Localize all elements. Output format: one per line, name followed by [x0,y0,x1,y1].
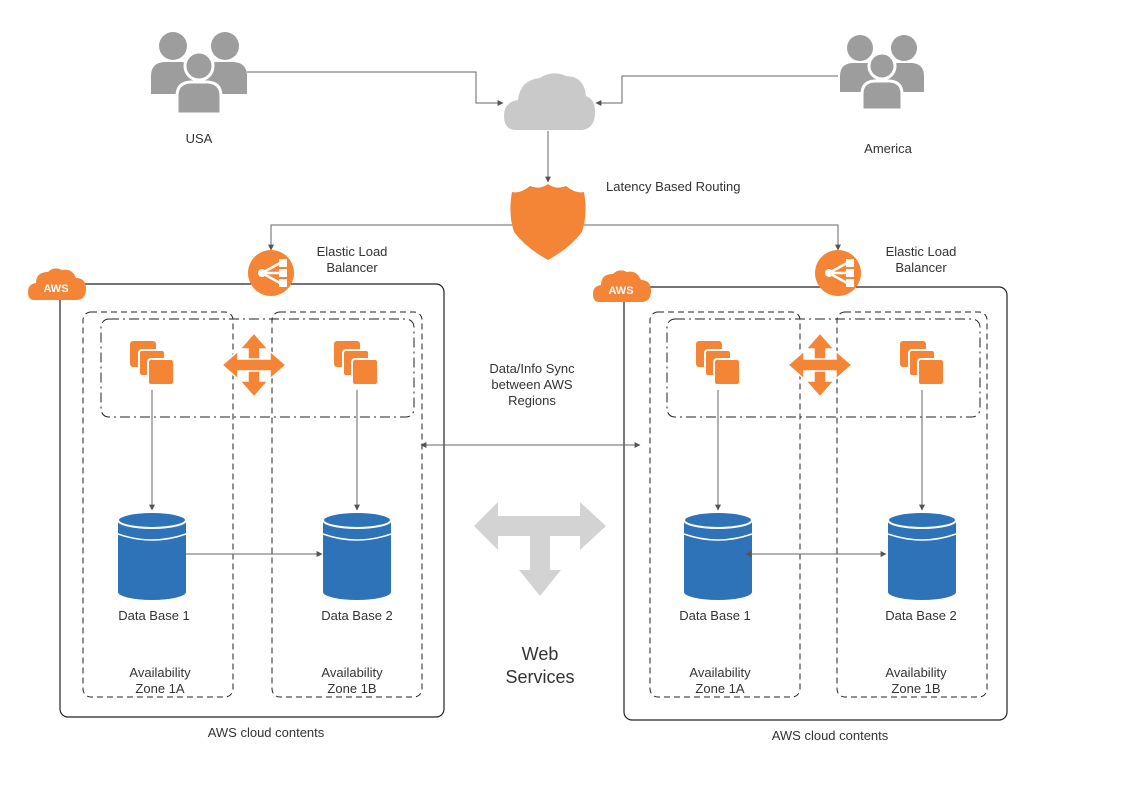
user-group-usa-icon [151,32,247,116]
america-to-cloud-connector [595,75,838,106]
compute-tier-right [666,318,981,418]
aws-badge-right: AWS [593,270,651,302]
svg-text:AWS: AWS [608,285,633,297]
availability-zone-1b-right [836,311,988,698]
elb-left-label-line2: Balancer [326,260,378,275]
web-services-arrows-icon [474,502,606,596]
route53-shield-icon [510,184,586,260]
user-group-america-icon [840,35,924,112]
sync-label-line1: Data/Info Sync [489,361,575,376]
db2-left-label: Data Base 2 [321,608,393,623]
database-1-left-icon [117,511,187,601]
elastic-load-balancer-left-icon [246,248,296,298]
elb-right-label-line1: Elastic Load [886,244,957,259]
sync-label-line2: between AWS [491,377,573,392]
internet-cloud-icon [504,73,596,130]
availability-zone-1b-left [271,311,423,698]
user-group-usa-label: USA [186,131,213,146]
sync-label-line3: Regions [508,393,556,408]
aws-cloud-contents-left-caption: AWS cloud contents [208,725,325,740]
aws-region-right-box [623,286,1008,721]
zone-1a-right-label-line2: Zone 1A [695,681,744,696]
elastic-load-balancer-right-icon [813,248,863,298]
zone-1b-right-label-line1: Availability [885,665,947,680]
user-group-america-label: America [864,141,912,156]
availability-zone-1a-left [82,311,234,698]
zone-1b-right-label-line2: Zone 1B [891,681,940,696]
aws-region-left [59,283,445,718]
zone-1a-left-label-line1: Availability [129,665,191,680]
web-services-label-line2: Services [505,667,574,687]
aws-badge-left: AWS [28,268,86,300]
aws-region-right [623,286,1008,721]
zone-1b-left-label-line2: Zone 1B [327,681,376,696]
zone-1a-left-label-line2: Zone 1A [135,681,184,696]
database-1-right-icon [683,511,753,601]
route53-to-right-elb-connector [584,224,841,251]
database-2-right-icon [887,511,957,601]
zone-1b-left-label-line1: Availability [321,665,383,680]
elb-left-label-line1: Elastic Load [317,244,388,259]
elb-right-label-line2: Balancer [895,260,947,275]
svg-text:AWS: AWS [43,283,68,295]
db1-right-label: Data Base 1 [679,608,751,623]
database-2-left-icon [322,511,392,601]
db1-left-label: Data Base 1 [118,608,190,623]
usa-to-cloud-connector [247,71,504,106]
latency-routing-label: Latency Based Routing [606,179,740,194]
compute-tier-left [100,318,415,418]
aws-cloud-contents-right-caption: AWS cloud contents [772,728,889,743]
availability-zone-1a-right [649,311,801,698]
route53-to-left-elb-connector [268,224,512,251]
zone-1a-right-label-line1: Availability [689,665,751,680]
web-services-label-line1: Web [522,644,559,664]
db2-right-label: Data Base 2 [885,608,957,623]
